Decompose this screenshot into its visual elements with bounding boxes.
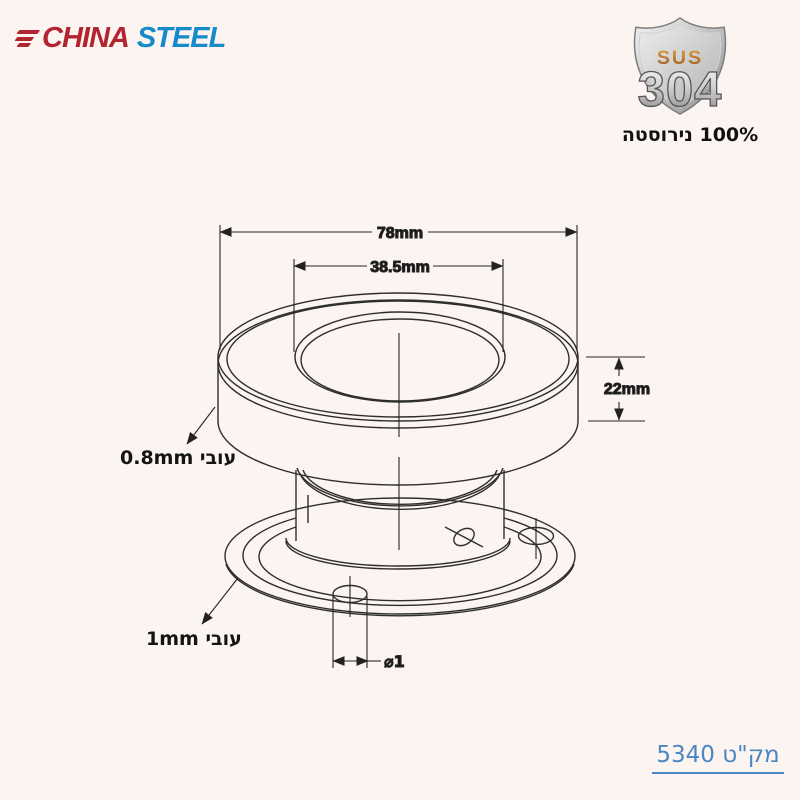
brand-word-china: CHINA	[42, 22, 130, 54]
flange-base	[224, 497, 576, 617]
shield-inner-shape	[638, 23, 722, 109]
dimension-hole-diameter: ⌀1	[332, 651, 405, 672]
leader-base-thickness	[201, 577, 239, 625]
label-base-thickness: עובי 1mm	[146, 628, 242, 650]
sus-304-badge: SUS 304	[633, 17, 727, 118]
dimension-ring-height: 22mm	[586, 356, 651, 422]
dim-outer-diameter-text: 78mm	[377, 225, 423, 242]
leader-top-thickness	[186, 406, 216, 445]
dimension-inner-diameter: 38.5mm	[293, 256, 504, 352]
centerlines	[332, 333, 537, 668]
flange-top-ring	[217, 292, 579, 486]
brand-word-steel: STEEL	[136, 22, 226, 54]
dimension-outer-diameter: 78mm	[219, 222, 578, 350]
dim-inner-diameter-text: 38.5mm	[370, 259, 430, 276]
sku-link[interactable]: מק"ט 5340	[652, 742, 784, 774]
badge-304-text: 304	[638, 63, 723, 117]
dim-ring-height-text: 22mm	[604, 381, 650, 398]
label-top-thickness: עובי 0.8mm	[120, 447, 237, 469]
badge-sus-text: SUS	[657, 47, 703, 69]
top-ring-hole	[294, 311, 506, 403]
flange-neck	[295, 467, 505, 541]
dim-hole-diameter-text: ⌀1	[384, 652, 405, 671]
badge-caption: 100% נירוסטה	[621, 124, 759, 146]
screw-symbol	[444, 526, 484, 548]
